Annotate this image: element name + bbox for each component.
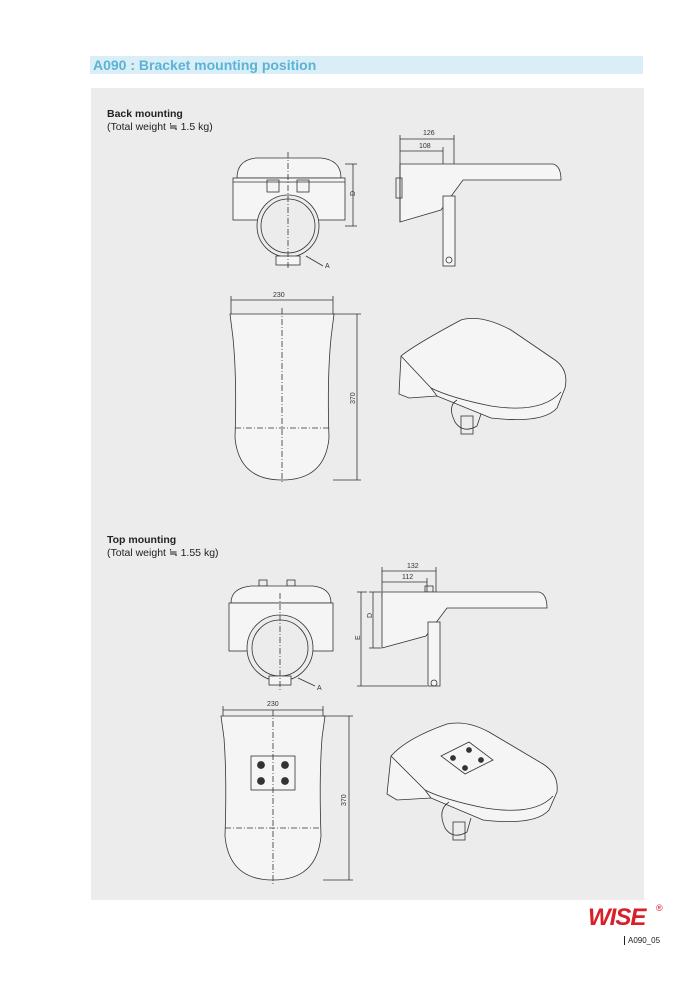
- top-dim-112: 112: [402, 574, 413, 581]
- top-mounting-label: Top mounting (Total weight ≒ 1.55 kg): [107, 534, 219, 560]
- back-isometric-view: [398, 317, 567, 435]
- back-dim-d: D: [350, 191, 357, 196]
- back-mounting-weight: (Total weight ≒ 1.5 kg): [107, 121, 213, 133]
- top-dim-d: D: [367, 613, 374, 618]
- back-dim-230: 230: [273, 292, 285, 299]
- back-dim-a: A: [325, 263, 330, 270]
- page-title: A090 : Bracket mounting position: [90, 56, 643, 74]
- back-side-view: [395, 135, 562, 267]
- top-dim-370: 370: [341, 794, 348, 806]
- back-mounting-heading: Back mounting: [107, 108, 183, 120]
- top-isometric-view: [386, 722, 558, 841]
- back-top-view: [229, 296, 361, 484]
- top-dim-132: 132: [407, 563, 419, 570]
- top-dim-e: E: [355, 635, 362, 640]
- top-dim-a: A: [317, 685, 322, 692]
- top-mounting-heading: Top mounting: [107, 534, 177, 546]
- top-side-view: [357, 567, 548, 687]
- registered-mark: ®: [656, 903, 663, 913]
- top-dim-230: 230: [267, 701, 279, 708]
- drawing-panel: Back mounting (Total weight ≒ 1.5 kg) To…: [91, 88, 644, 900]
- back-dim-370: 370: [350, 392, 357, 404]
- page-code: A090_05: [624, 936, 660, 945]
- technical-drawings: D A 126 108: [220, 130, 567, 884]
- back-mounting-label: Back mounting (Total weight ≒ 1.5 kg): [107, 108, 213, 134]
- top-mounting-weight: (Total weight ≒ 1.55 kg): [107, 547, 219, 559]
- wise-logo: WISE: [588, 904, 646, 931]
- back-front-view: [232, 152, 357, 270]
- top-front-view: [228, 579, 334, 690]
- top-top-view: [220, 706, 353, 884]
- back-dim-126: 126: [423, 130, 435, 137]
- back-dim-108: 108: [419, 143, 431, 150]
